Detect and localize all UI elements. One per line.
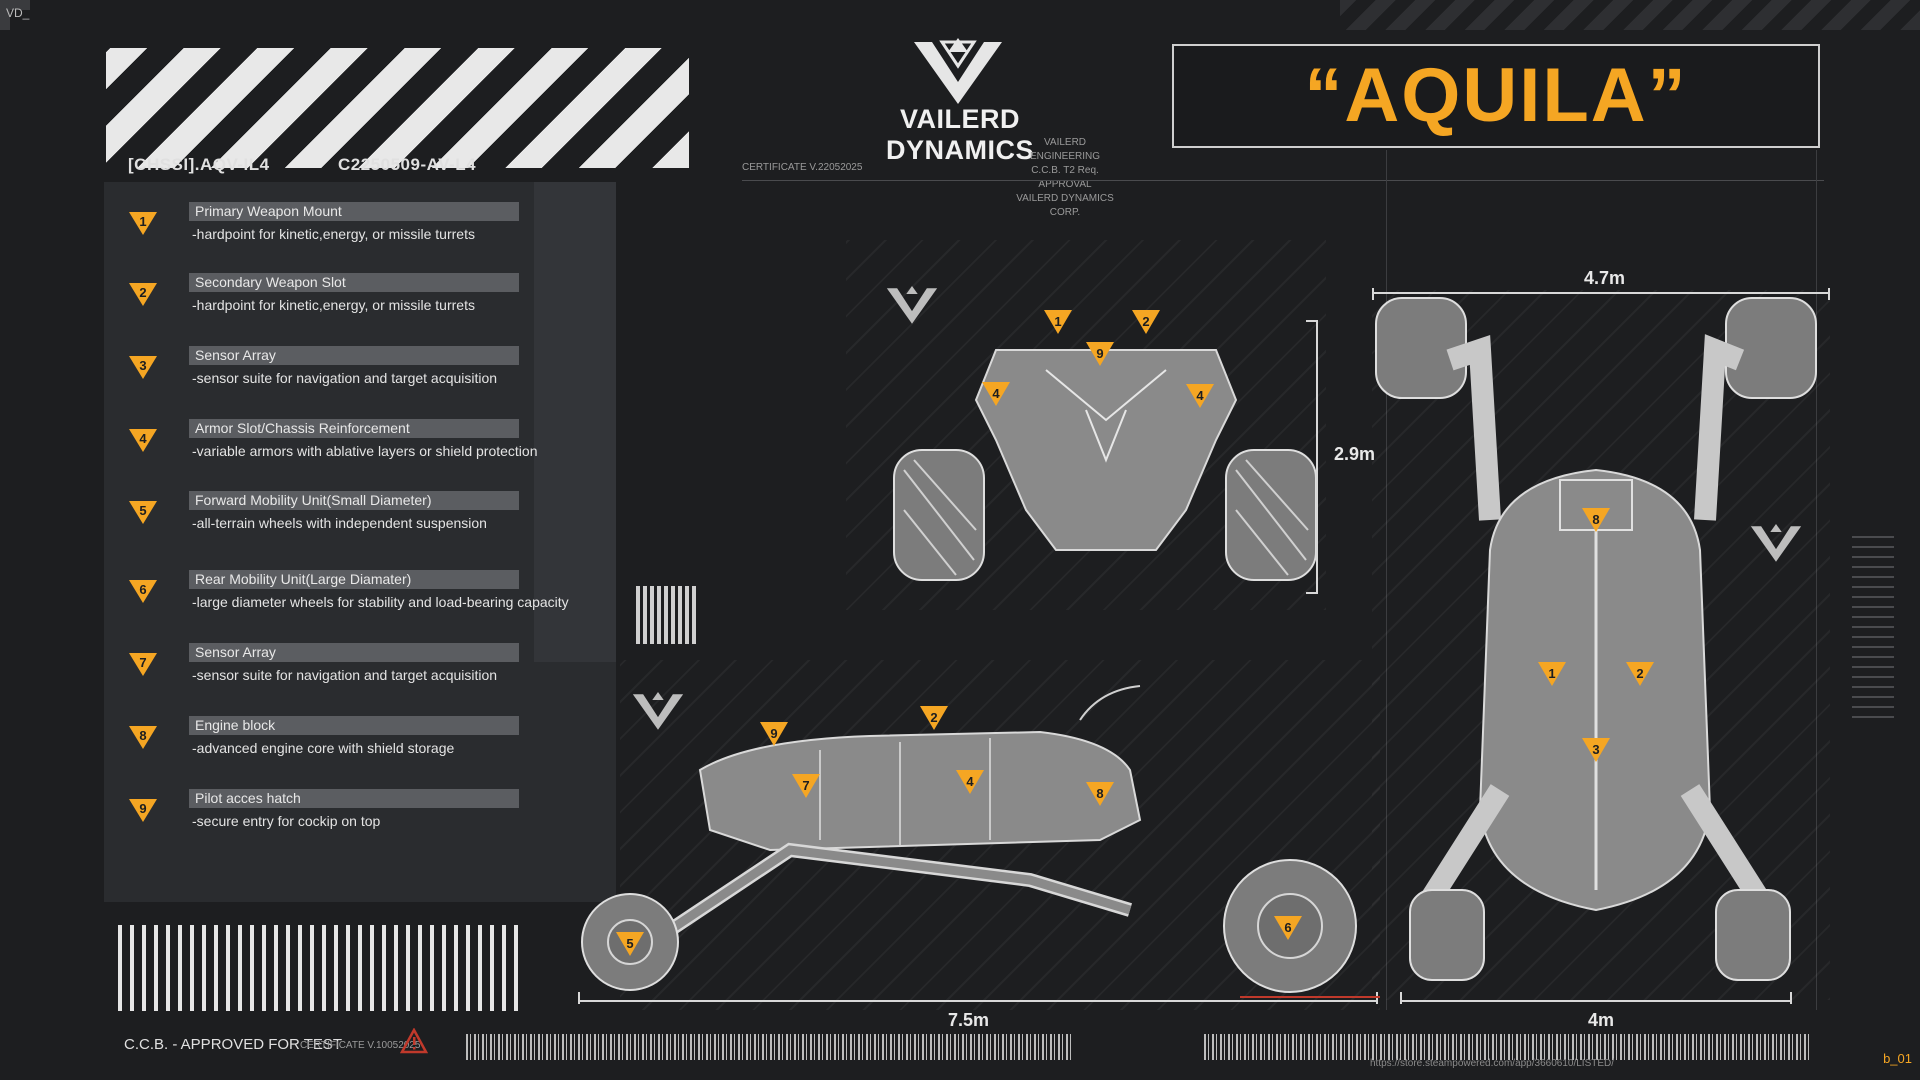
legend-title: Primary Weapon Mount: [189, 202, 519, 221]
dimension-line: [1400, 1000, 1792, 1002]
legend-desc: -hardpoint for kinetic,energy, or missil…: [192, 297, 475, 313]
legend-title: Secondary Weapon Slot: [189, 273, 519, 292]
legend-item: 9 Pilot acces hatch -secure entry for co…: [104, 769, 624, 829]
tick-scale: [1852, 528, 1894, 718]
guide-line: [742, 180, 1824, 181]
vailerd-logo-icon: [914, 38, 1002, 104]
legend-item: 2 Secondary Weapon Slot -hardpoint for k…: [104, 253, 624, 313]
marker-3-icon: 3: [129, 356, 157, 379]
marker-number: 2: [139, 285, 146, 300]
store-url: https://store.steampowered.com/app/36606…: [1370, 1058, 1615, 1069]
dimension-top-width: 4.7m: [1584, 268, 1626, 288]
marker-number: 1: [139, 214, 146, 229]
title-frame: [1172, 44, 1820, 148]
dimension-cap: [1376, 992, 1378, 1004]
marker-8-icon: 8: [129, 726, 157, 749]
legend-title: Forward Mobility Unit(Small Diameter): [189, 491, 519, 510]
legend-panel-extension: [534, 182, 616, 662]
marker-7-icon: 7: [129, 653, 157, 676]
legend-title: Pilot acces hatch: [189, 789, 519, 808]
corner-label-bottom-right: b_01: [1883, 1051, 1912, 1066]
legend-item: 4 Armor Slot/Chassis Reinforcement -vari…: [104, 399, 624, 459]
hazard-stripe-banner: [106, 48, 689, 168]
barcode-strip: [1204, 1034, 1812, 1060]
top-view-vehicle: [1375, 297, 1817, 981]
legend-title: Armor Slot/Chassis Reinforcement: [189, 419, 519, 438]
marker-number: 4: [139, 431, 147, 446]
dimension-line: [1316, 320, 1318, 594]
legend-item: 6 Rear Mobility Unit(Large Diamater) -la…: [104, 550, 624, 610]
corner-frame-top-left: [0, 0, 30, 30]
dimension-line: [1372, 292, 1830, 294]
dimension-side-length: 7.5m: [948, 1010, 990, 1030]
footer-certificate: CERTIFICATE V.10052025: [300, 1040, 421, 1051]
legend-desc: -advanced engine core with shield storag…: [192, 740, 455, 756]
dimension-front-height: 2.9m: [1334, 444, 1376, 464]
marker-6-icon: 6: [129, 580, 157, 603]
brand-name: VAILERD DYNAMICS: [885, 104, 1034, 165]
vehicle-name: “AQUILA”: [1304, 53, 1688, 138]
legend-desc: -sensor suite for navigation and target …: [192, 370, 498, 386]
marker-number: 5: [139, 503, 146, 518]
chassis-code: [CHSSI].AQV-IL4: [128, 155, 270, 174]
dimension-cap: [1400, 992, 1402, 1004]
legend-desc: -variable armors with ablative layers or…: [192, 443, 538, 459]
legend-item: 8 Engine block -advanced engine core wit…: [104, 696, 624, 756]
legend-item: 5 Forward Mobility Unit(Small Diameter) …: [104, 471, 624, 531]
legend-item: 1 Primary Weapon Mount -hardpoint for ki…: [104, 182, 624, 242]
guide-line: [1816, 150, 1817, 1010]
legend-title: Engine block: [189, 716, 519, 735]
approval-text: C.C.B. - APPROVED FOR TEST: [124, 1036, 343, 1053]
marker-number: 3: [139, 358, 146, 373]
corner-label-top-left: VD_: [6, 6, 30, 20]
dimension-cap: [578, 992, 580, 1004]
side-view-vehicle: [581, 685, 1357, 993]
approval-line: C.C.B. T2 Req. APPROVAL: [1031, 165, 1099, 190]
warning-triangle-icon: [400, 1028, 428, 1054]
qr-code: [636, 586, 698, 644]
chassis-serial: C2250509-AV-L4: [338, 155, 477, 174]
vailerd-logo-icon: [632, 692, 684, 730]
marker-number: 8: [139, 728, 146, 743]
dimension-cap: [1306, 592, 1318, 594]
marker-2-icon: 2: [129, 283, 157, 306]
dimension-line: [578, 1000, 1378, 1002]
legend-desc: -sensor suite for navigation and target …: [192, 667, 498, 683]
dimension-cap: [1372, 288, 1374, 300]
barcode-strip: [466, 1034, 1072, 1060]
barcode: [118, 925, 524, 1011]
legend-title: Sensor Array: [189, 643, 519, 662]
legend-item: 3 Sensor Array -sensor suite for navigat…: [104, 326, 624, 386]
legend-title: Rear Mobility Unit(Large Diamater): [189, 570, 519, 589]
front-view-vehicle: [893, 349, 1317, 581]
marker-4-icon: 4: [129, 429, 157, 452]
vailerd-logo-icon: [1750, 524, 1802, 562]
legend-panel: [104, 182, 616, 902]
brand-approval: VAILERD ENGINEERING C.C.B. T2 Req. APPRO…: [1010, 136, 1120, 220]
dimension-cap: [1790, 992, 1792, 1004]
legend-desc: -secure entry for cockip on top: [192, 813, 381, 829]
marker-number: 9: [139, 801, 146, 816]
marker-1-icon: 1: [129, 212, 157, 235]
legend-title: Sensor Array: [189, 346, 519, 365]
marker-5-icon: 5: [129, 501, 157, 524]
red-guide: [1240, 996, 1380, 998]
dimension-cap: [1828, 288, 1830, 300]
marker-number: 6: [139, 582, 146, 597]
hazard-strip-top-right: [1340, 0, 1920, 30]
vailerd-logo-icon: [886, 286, 938, 324]
marker-9-icon: 9: [129, 799, 157, 822]
approval-line: VAILERD ENGINEERING: [1029, 137, 1100, 162]
brand-certificate: CERTIFICATE V.22052025: [742, 162, 863, 173]
legend-desc: -large diameter wheels for stability and…: [192, 594, 569, 610]
dimension-top-length: 4m: [1588, 1010, 1615, 1030]
legend-desc: -hardpoint for kinetic,energy, or missil…: [192, 226, 475, 242]
guide-line: [1386, 150, 1387, 1010]
legend-item: 7 Sensor Array -sensor suite for navigat…: [104, 623, 624, 683]
marker-number: 7: [139, 655, 146, 670]
legend-desc: -all-terrain wheels with independent sus…: [192, 515, 487, 531]
dimension-cap: [1306, 320, 1318, 322]
approval-line: VAILERD DYNAMICS CORP.: [1016, 193, 1114, 218]
